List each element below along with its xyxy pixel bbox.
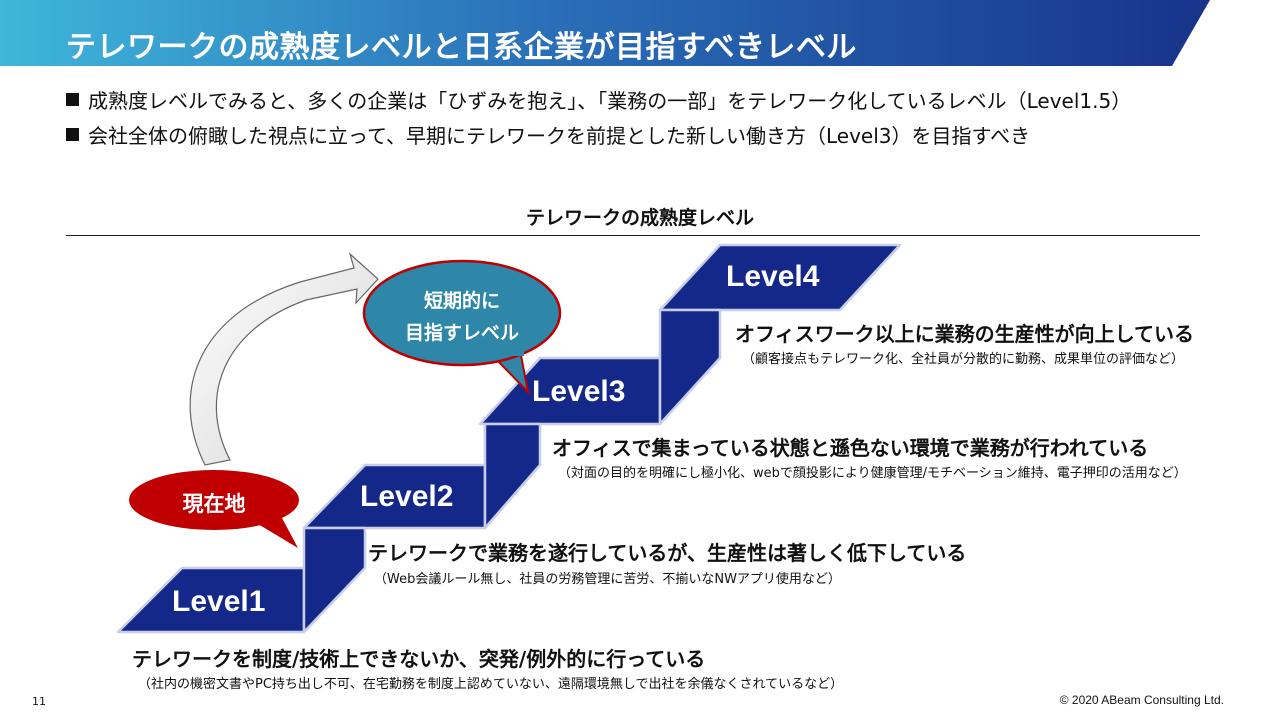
bullet-item: 会社全体の俯瞰した視点に立って、早期にテレワークを前提とした新しい働き方（Lev… [66, 120, 1030, 149]
level1-label: Level1 [172, 585, 266, 618]
bullet-item: 成熟度レベルでみると、多くの企業は「ひずみを抱え」、「業務の一部」をテレワーク化… [66, 85, 1131, 114]
riser-1 [302, 526, 367, 634]
divider [66, 235, 1200, 236]
level3-label: Level3 [532, 375, 626, 408]
page-number: 11 [32, 695, 46, 708]
current-position-bubble [129, 470, 299, 548]
bullet-text: 成熟度レベルでみると、多くの企業は「ひずみを抱え」、「業務の一部」をテレワーク化… [88, 89, 1132, 113]
square-bullet-icon [66, 128, 79, 141]
step-level4 [658, 243, 902, 312]
level4-detail: （顧客接点もテレワーク化、全社員が分散的に勤務、成果単位の評価など） [742, 352, 1185, 367]
target-level-line2: 目指すレベル [404, 322, 519, 344]
level3-detail: （対面の目的を明確にし極小化、webで顔投影により健康管理/モチベーション維持、… [558, 466, 1187, 481]
riser-2 [483, 422, 542, 530]
target-level-line1: 短期的に [423, 290, 500, 312]
level2-description: テレワークで業務を遂行しているが、生産性は著しく低下している [368, 541, 967, 565]
current-position-label: 現在地 [182, 492, 246, 516]
square-bullet-icon [66, 93, 79, 106]
level4-description: オフィスワーク以上に業務の生産性が向上している [735, 322, 1194, 346]
page-title: テレワークの成熟度レベルと日系企業が目指すべきレベル [66, 30, 857, 65]
level2-detail: （Web会議ルール無し、社員の労務管理に苦労、不揃いなNWアプリ使用など） [374, 572, 841, 587]
copyright: © 2020 ABeam Consulting Ltd. [1059, 693, 1224, 707]
diagram-title: テレワークの成熟度レベル [525, 207, 754, 229]
target-level-bubble [362, 259, 562, 396]
level1-description: テレワークを制度/技術上できないか、突発/例外的に行っている [132, 647, 706, 671]
level1-detail: （社内の機密文書やPC持ち出し不可、在宅勤務を制度上認めていない、遠隔環境無しで… [138, 677, 844, 692]
level2-label: Level2 [360, 480, 454, 513]
bullet-text: 会社全体の俯瞰した視点に立って、早期にテレワークを前提とした新しい働き方（Lev… [88, 124, 1031, 148]
curved-arrow-icon [189, 252, 379, 466]
level3-description: オフィスで集まっている状態と遜色ない環境で業務が行われている [552, 436, 1149, 460]
header-banner [0, 0, 1210, 66]
level4-label: Level4 [726, 260, 820, 293]
riser-3 [658, 308, 722, 426]
